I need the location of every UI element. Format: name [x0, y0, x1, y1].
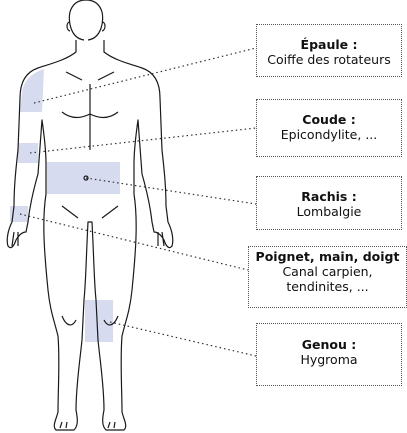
head	[69, 0, 102, 40]
collar-left	[66, 72, 82, 80]
callout-knee-desc: Hygroma	[257, 352, 401, 367]
feet-toes	[60, 422, 115, 428]
callout-knee-title: Genou :	[257, 337, 401, 352]
hip-line	[62, 206, 118, 218]
callout-spine-desc: Lombalgie	[257, 204, 401, 219]
callout-knee: Genou : Hygroma	[256, 323, 402, 386]
callout-shoulder-desc: Coiffe des rotateurs	[257, 52, 401, 67]
zone-shoulder	[20, 69, 44, 112]
zone-knee	[85, 300, 113, 342]
callout-shoulder-title: Épaule :	[257, 37, 401, 52]
callout-wrist-title: Poignet, main, doigt	[249, 249, 406, 264]
callout-wrist: Poignet, main, doigt Canal carpien, tend…	[248, 246, 407, 308]
callout-elbow-title: Coude :	[257, 112, 401, 127]
callout-shoulder: Épaule : Coiffe des rotateurs	[256, 24, 402, 77]
leader-genou	[110, 322, 256, 356]
callout-spine: Rachis : Lombalgie	[256, 176, 402, 230]
leader-coude	[30, 128, 256, 153]
callout-wrist-desc: Canal carpien, tendinites, ...	[249, 264, 406, 294]
leader-epaule	[34, 48, 256, 103]
leader-lines	[20, 48, 256, 356]
callout-elbow-desc: Epicondylite, ...	[257, 127, 401, 142]
callout-elbow: Coude : Epicondylite, ...	[256, 99, 402, 157]
highlight-zones	[10, 69, 120, 342]
knee-left	[62, 316, 76, 325]
callout-spine-title: Rachis :	[257, 189, 401, 204]
body-outline	[7, 0, 173, 430]
collar-right	[98, 72, 114, 80]
